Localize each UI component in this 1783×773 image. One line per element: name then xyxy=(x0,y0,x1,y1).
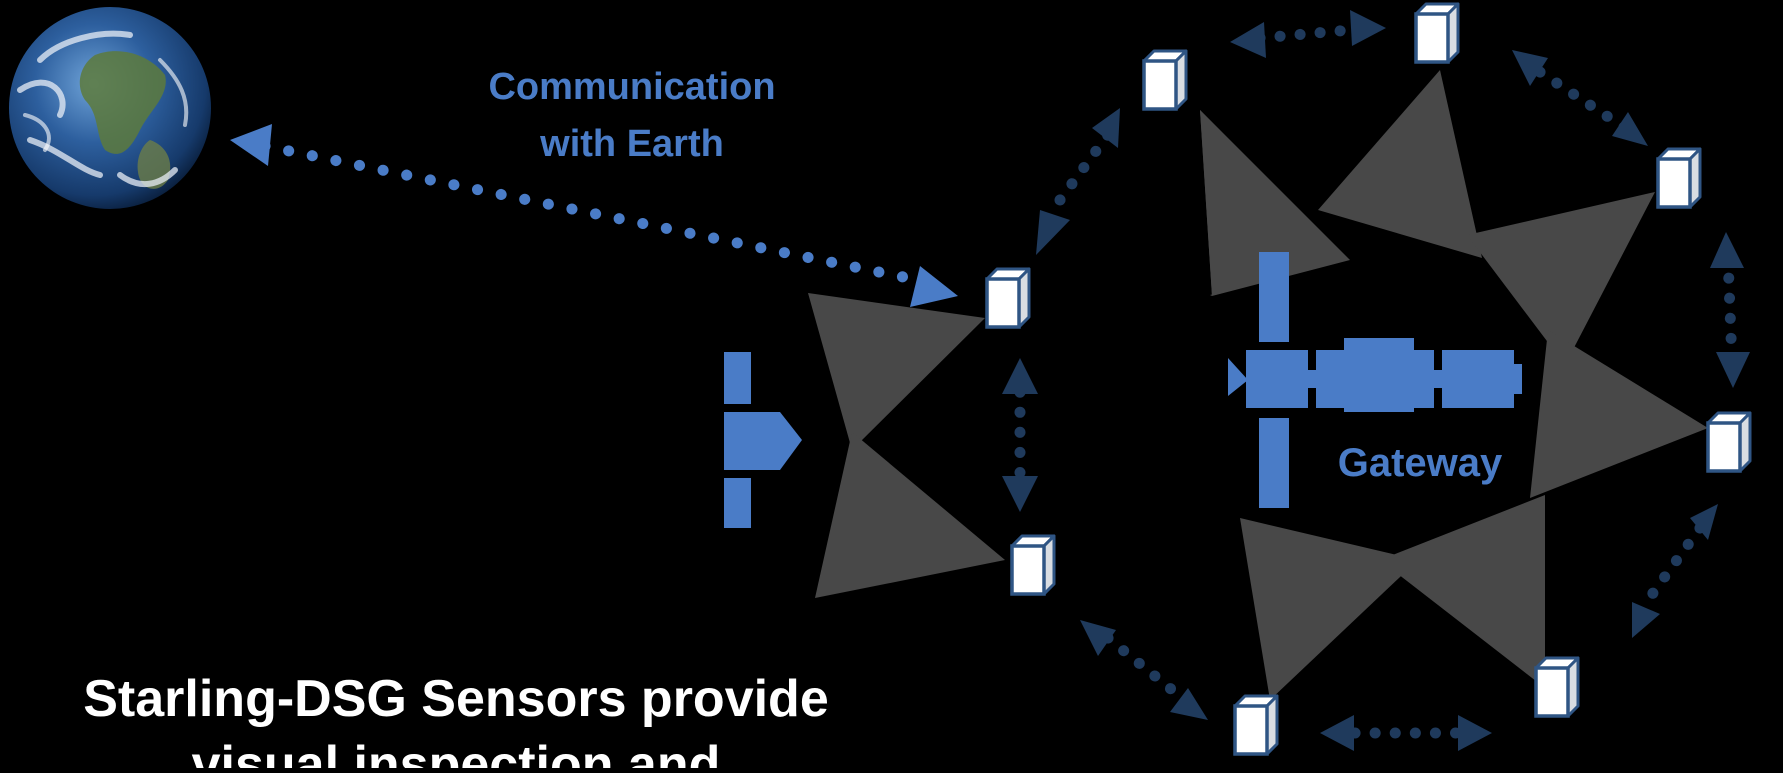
arrow-head-icon xyxy=(1458,715,1492,751)
arrow-head-icon xyxy=(1002,358,1038,394)
link-right-vertical xyxy=(1722,252,1738,368)
sensor-cube-icon xyxy=(1142,49,1188,111)
arrow-head-icon xyxy=(1612,112,1648,146)
sensor-coverage-cones xyxy=(808,70,1708,700)
arrow-head-icon xyxy=(1632,602,1660,638)
link-lower-left xyxy=(1102,632,1188,704)
sensor-cube-icon xyxy=(1414,2,1460,64)
arrow-head-icon xyxy=(1710,232,1744,268)
earth-comm-label-line1: Communication xyxy=(488,66,775,108)
arrow-head-icon xyxy=(1716,352,1750,388)
arrow-head-icon xyxy=(1080,620,1116,656)
sensor-cube-icon xyxy=(1534,656,1580,718)
arrow-head-icon xyxy=(230,124,272,166)
link-lower-right xyxy=(1642,522,1706,606)
spacecraft-silhouette-icon xyxy=(724,352,802,528)
arrow-head-icon xyxy=(1230,22,1266,58)
sensor-cube-icon xyxy=(1233,694,1279,756)
arrow-head-icon xyxy=(1036,210,1070,255)
link-upper-right xyxy=(1534,66,1634,136)
arrow-head-icon xyxy=(1170,688,1208,720)
arrow-head-icon xyxy=(1320,715,1354,751)
gateway-label: Gateway xyxy=(1338,441,1503,485)
link-top xyxy=(1254,24,1356,44)
arrow-head-icon xyxy=(1350,10,1386,46)
sensor-cube-icon xyxy=(985,267,1031,329)
caption-line1: Starling-DSG Sensors provide xyxy=(83,670,829,728)
earth-globe-icon xyxy=(9,7,211,209)
sensor-cube-icon xyxy=(1706,411,1752,473)
sensor-link-arrows xyxy=(1002,10,1750,751)
arrow-head-icon xyxy=(910,266,958,307)
sensor-cube-icon xyxy=(1010,534,1056,596)
arrow-head-icon xyxy=(1690,504,1718,540)
earth-comm-label-line2: with Earth xyxy=(539,123,724,165)
sensor-cube-icon xyxy=(1656,147,1702,209)
gateway-station-icon xyxy=(1228,252,1522,508)
arrow-head-icon xyxy=(1092,108,1120,148)
arrow-head-icon xyxy=(1002,476,1038,512)
link-upper-left xyxy=(1054,126,1116,206)
caption-line2: visual inspection and xyxy=(192,736,721,768)
earth-comm-link xyxy=(230,124,958,307)
arrow-head-icon xyxy=(1512,50,1548,86)
